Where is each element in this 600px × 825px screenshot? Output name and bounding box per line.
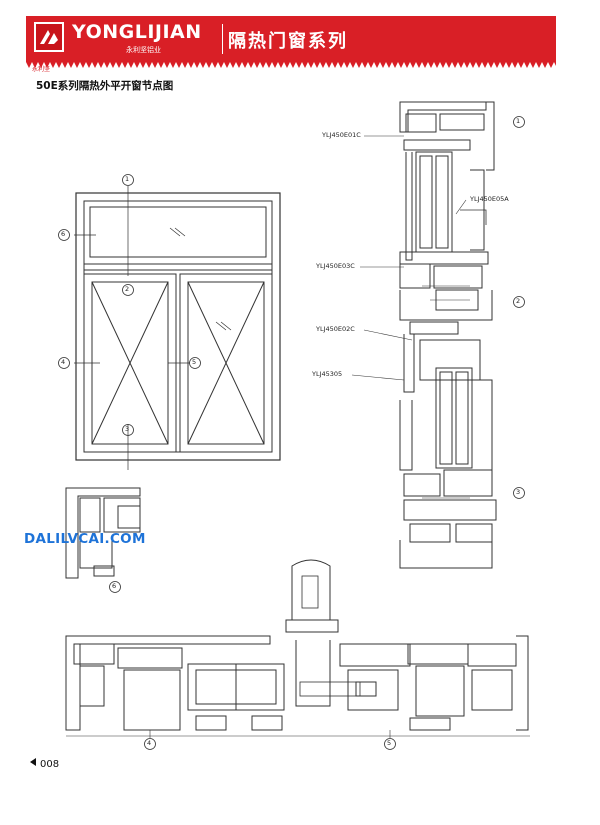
window-elevation	[74, 186, 281, 470]
section-callout-6: 6	[112, 582, 117, 590]
profile-label-e05a: YLJ450E05A	[470, 195, 509, 203]
brand-logo-icon	[34, 22, 64, 52]
callout-2: 2	[125, 285, 130, 293]
banner-zigzag-edge	[26, 62, 556, 68]
brand-name: YONGLIJIAN	[72, 21, 202, 43]
profile-label-45305: YLJ45305	[312, 370, 343, 378]
header-banner: YONGLIJIAN 永利坚铝业 隔热门窗系列 永利坚	[26, 16, 556, 73]
brand-tag: 永利坚	[32, 66, 51, 73]
page-mark-icon	[30, 758, 36, 766]
callout-4: 4	[61, 358, 66, 366]
callout-6: 6	[61, 230, 66, 238]
banner-divider	[222, 24, 223, 54]
section-callout-3: 3	[516, 488, 521, 496]
profile-leader-lines	[351, 135, 467, 381]
brand-subtitle: 永利坚铝业	[126, 46, 161, 54]
section-callout-5: 5	[387, 739, 392, 747]
section-callout-2: 2	[516, 297, 521, 305]
profile-label-e03c: YLJ450E03C	[316, 262, 355, 270]
callout-circles	[58, 116, 525, 750]
profile-label-e01c: YLJ450E01C	[322, 131, 361, 139]
detail-section-6	[65, 487, 141, 579]
series-title: 隔热门窗系列	[228, 31, 348, 52]
page-title: 50E系列隔热外平开窗节点图	[36, 80, 174, 92]
vertical-section-profile	[399, 101, 497, 569]
section-callout-1: 1	[516, 117, 521, 125]
profile-label-e02c: YLJ450E02C	[316, 325, 355, 333]
page-number: 008	[40, 759, 60, 770]
callout-1: 1	[125, 175, 130, 183]
watermark-text: DALILVCAI.COM	[24, 531, 146, 547]
horizontal-section-profile	[65, 559, 530, 738]
callout-3: 3	[125, 425, 130, 433]
section-callout-4: 4	[147, 739, 152, 747]
callout-5: 5	[192, 358, 197, 366]
